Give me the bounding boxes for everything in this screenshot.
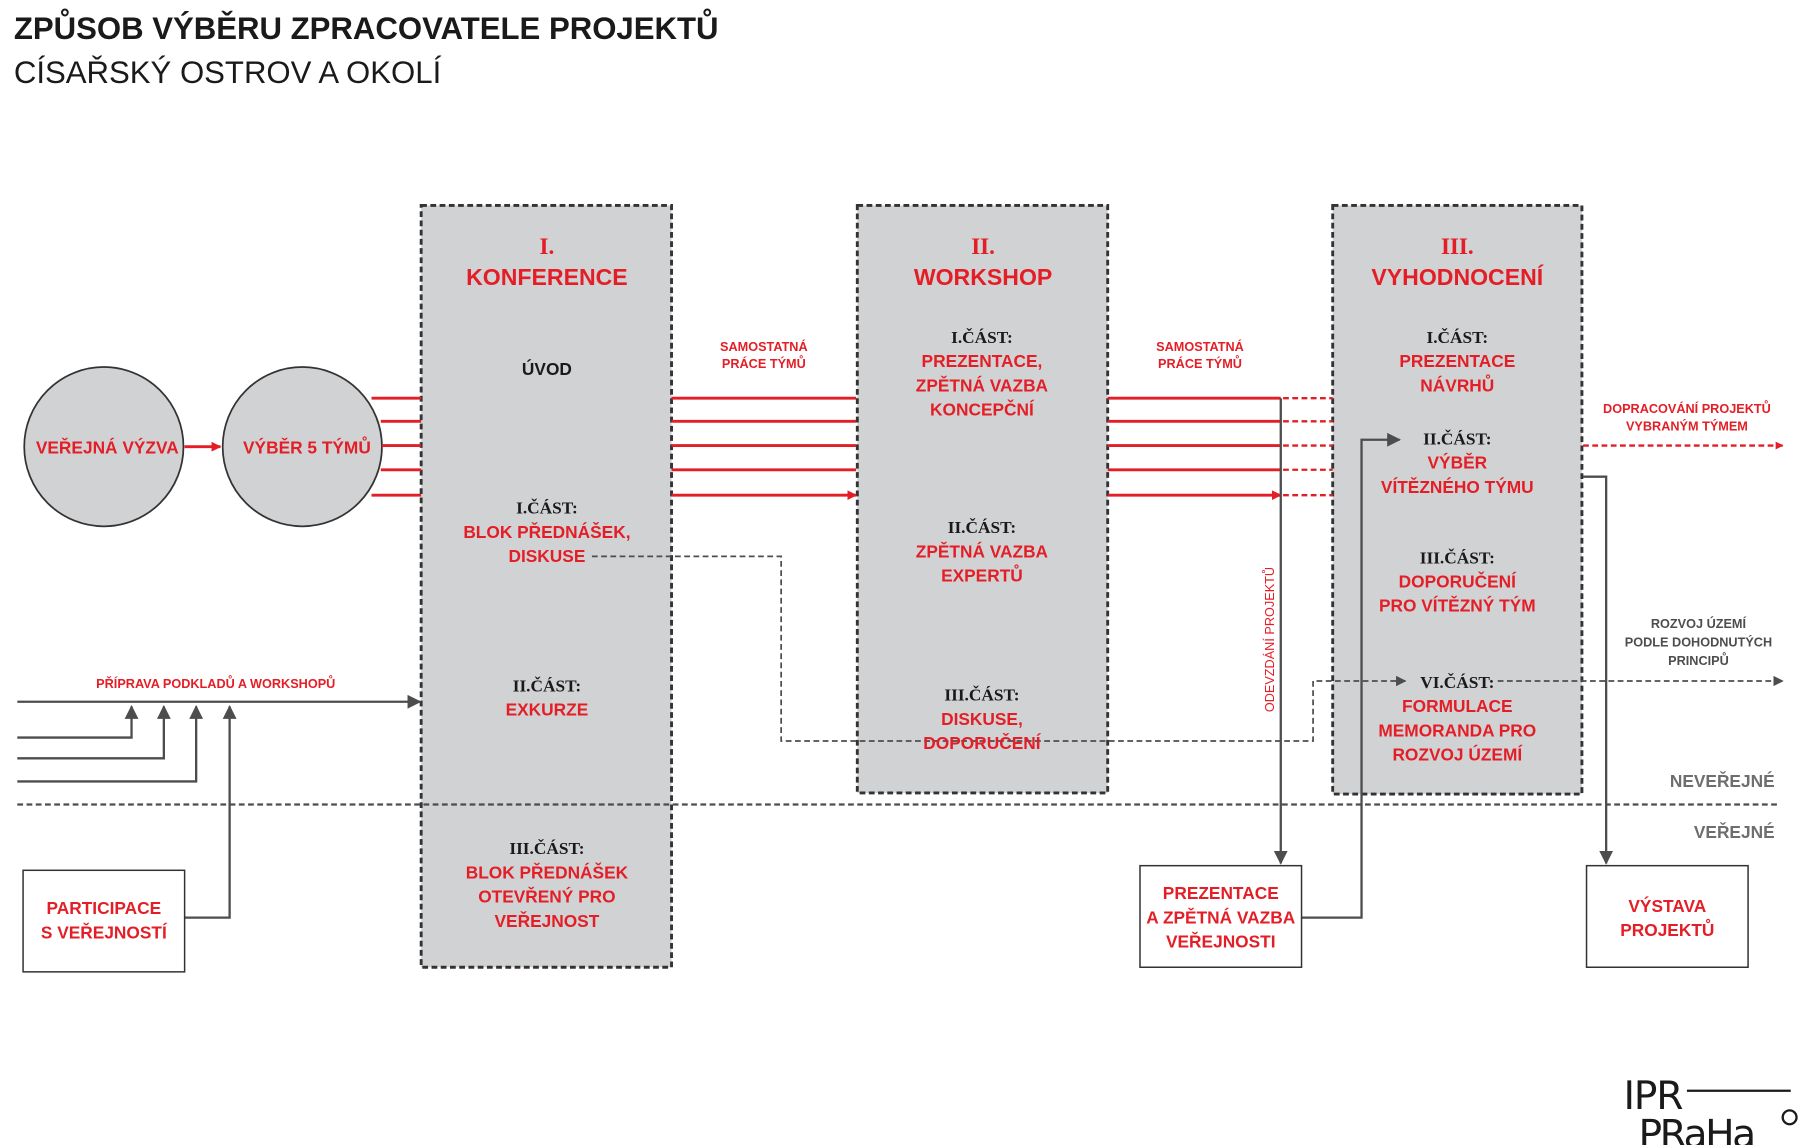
phase-1-intro: ÚVOD (522, 359, 572, 379)
page-subtitle: CÍSAŘSKÝ OSTROV A OKOLÍ (14, 55, 442, 90)
phase-2-box (855, 204, 1110, 795)
ipr-praha-logo: IPR PRaHa (1623, 1074, 1798, 1145)
phase-3-box (1331, 204, 1584, 796)
phase-2-heading: II.WORKSHOP (914, 233, 1052, 290)
phase-1-box (419, 204, 673, 969)
public-call-label: VEŘEJNÁ VÝZVA (36, 438, 179, 458)
public-call-circle (23, 366, 185, 528)
grey-connectors (17, 398, 1784, 919)
phase-1-part-2: II.ČÁST:EXKURZE (506, 676, 589, 719)
team-lines (371, 396, 1784, 495)
submission-label: ODEVZDÁNÍ PROJEKTŮ (1262, 567, 1277, 712)
phase-1-heading: I.KONFERENCE (466, 233, 628, 290)
public-label: VEŘEJNÉ (1694, 822, 1775, 842)
team-selection-label: VÝBĚR 5 TÝMŮ (243, 438, 371, 458)
page-title: ZPŮSOB VÝBĚRU ZPRACOVATELE PROJEKTŮ (14, 8, 719, 46)
phase-3-heading: III.VYHODNOCENÍ (1371, 233, 1543, 290)
preparation-label: PŘÍPRAVA PODKLADŮ A WORKSHOPŮ (96, 675, 335, 691)
phase-1-part-1: I.ČÁST:BLOK PŘEDNÁŠEK,DISKUSE (463, 499, 630, 566)
participation-box (22, 869, 186, 973)
public-presentation-box (1139, 864, 1303, 968)
exhibition-box (1585, 864, 1749, 968)
svg-text:IPR: IPR (1623, 1074, 1683, 1119)
svg-text:PRaHa: PRaHa (1638, 1112, 1756, 1145)
phase-2-part-3: III.ČÁST:DISKUSE,DOPORUČENÍ (923, 686, 1041, 753)
non-public-label: NEVEŘEJNÉ (1670, 771, 1775, 791)
